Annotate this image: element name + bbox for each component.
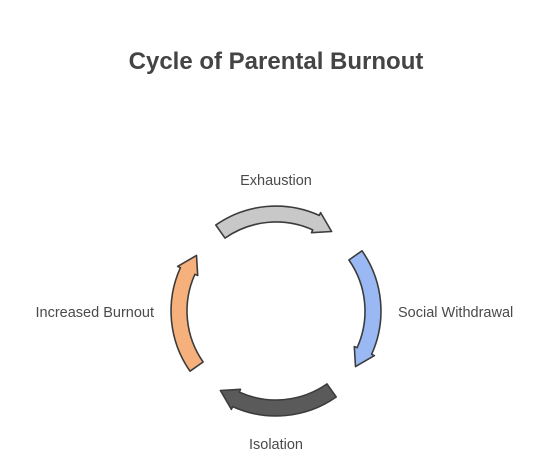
diagram-title: Cycle of Parental Burnout xyxy=(128,48,424,75)
arrow-social-withdrawal-to-isolation xyxy=(348,250,382,368)
arrow-isolation-to-increased-burnout xyxy=(219,383,337,417)
arrow-increased-burnout-to-exhaustion xyxy=(170,254,204,372)
step-label-exhaustion: Exhaustion xyxy=(240,173,312,189)
step-label-increased-burnout: Increased Burnout xyxy=(36,305,155,321)
step-label-social-withdrawal: Social Withdrawal xyxy=(398,305,513,321)
step-label-isolation: Isolation xyxy=(249,437,303,453)
cycle-arrows xyxy=(170,205,382,417)
arrow-exhaustion-to-social-withdrawal xyxy=(215,205,333,239)
